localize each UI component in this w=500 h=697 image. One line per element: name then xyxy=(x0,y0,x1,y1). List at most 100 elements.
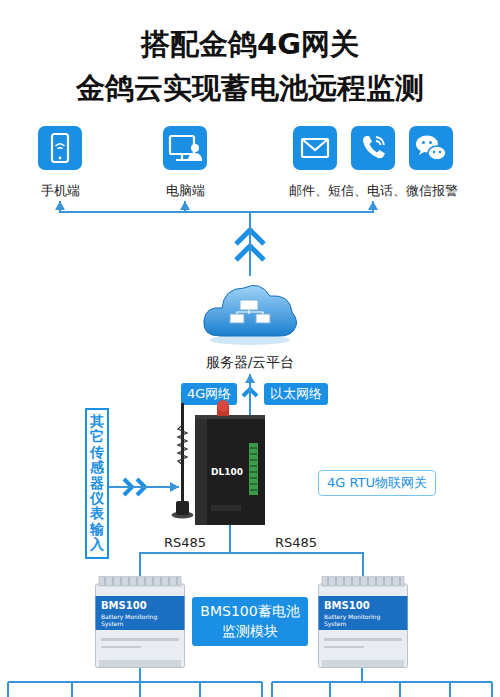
arrowhead xyxy=(245,374,255,383)
connector xyxy=(250,201,378,276)
graphic-part xyxy=(272,682,492,697)
graphic-part xyxy=(240,300,258,310)
connector xyxy=(55,201,250,276)
graphic-part xyxy=(422,141,425,144)
cloud-illustration xyxy=(200,276,300,348)
graphic-part xyxy=(176,154,188,160)
graphic-part xyxy=(433,151,435,153)
graphic-part xyxy=(101,638,179,641)
connector-line xyxy=(60,201,250,276)
graphic-part xyxy=(322,576,404,586)
network-tag: 以太网络 xyxy=(264,383,328,405)
icon-row xyxy=(30,126,90,170)
graphic-part xyxy=(96,596,185,630)
graphic-part xyxy=(230,314,244,323)
alarm-icons: 邮件、短信、电话、微信报警 xyxy=(283,126,463,200)
connector xyxy=(140,525,230,576)
graphic-part xyxy=(428,146,446,160)
client-icon: 手机端 xyxy=(30,126,90,200)
graphic-part xyxy=(302,139,328,150)
arrowhead xyxy=(368,201,378,210)
graphic-part xyxy=(324,638,402,641)
graphic-part xyxy=(99,576,181,586)
graphic-part xyxy=(419,150,425,155)
connector xyxy=(180,201,250,276)
graphic-part xyxy=(439,151,441,153)
device-model: DL100 xyxy=(211,467,243,477)
bms-module: BMS100Battery Monitoring System xyxy=(318,576,408,668)
graphic-part xyxy=(99,660,181,667)
title: 搭配金鸽4G网关 金鸽云实现蓄电池远程监测 xyxy=(50,22,450,110)
graphic-part xyxy=(272,681,492,683)
graphic-part xyxy=(101,646,141,648)
graphic-part xyxy=(170,136,194,154)
connector-line xyxy=(140,525,230,576)
graphic-part xyxy=(176,501,189,515)
graphic-part xyxy=(139,668,141,682)
icon-caption: 手机端 xyxy=(30,182,90,200)
bms-module: BMS100Battery Monitoring System xyxy=(95,576,185,668)
graphic-part xyxy=(195,415,207,525)
graphic-part xyxy=(105,577,177,585)
device-model: BMS100 xyxy=(324,600,370,611)
graphic-part xyxy=(319,584,408,668)
graphic-part xyxy=(250,448,257,490)
graphic-part xyxy=(302,139,328,157)
graphic-part xyxy=(56,144,65,149)
connector-line xyxy=(250,201,373,276)
app-icon xyxy=(163,126,207,170)
node-text: 其它传感器仪表输入 xyxy=(90,414,104,553)
graphic-part xyxy=(204,285,297,336)
rtu-gateway: DL1004G RTU物联网关 xyxy=(195,415,265,525)
app-icon xyxy=(38,126,82,170)
graphic-part xyxy=(59,157,62,160)
graphic-part xyxy=(191,144,199,152)
bottom-wires xyxy=(8,668,492,697)
connector xyxy=(245,374,255,415)
graphic-part xyxy=(249,443,258,495)
cloud-caption: 服务器/云平台 xyxy=(190,354,310,372)
graphic-part xyxy=(363,136,385,158)
arrowhead xyxy=(170,482,179,492)
graphic-part xyxy=(328,577,400,585)
graphic-part xyxy=(195,415,265,419)
sensor-input-box: 其它传感器仪表输入 xyxy=(85,408,109,559)
title-wrap: 搭配金鸽4G网关 金鸽云实现蓄电池远程监测 xyxy=(0,22,500,110)
graphic-part xyxy=(8,681,262,683)
icon-caption: 电脑端 xyxy=(155,182,215,200)
graphic-part xyxy=(409,126,453,170)
icon-row xyxy=(155,126,215,170)
icon-caption: 邮件、短信、电话、微信报警 xyxy=(283,182,463,200)
device-model: BMS100 xyxy=(101,600,147,611)
cloud-platform: 服务器/云平台 xyxy=(190,276,310,372)
device-subtitle: Battery Monitoring System xyxy=(324,613,404,627)
connector-line xyxy=(109,486,179,488)
graphic-part xyxy=(319,596,408,630)
gateway-label: 4G RTU物联网关 xyxy=(318,470,436,496)
graphic-part xyxy=(38,126,82,170)
graphic-part xyxy=(195,415,265,525)
graphic-part xyxy=(376,137,384,145)
network-tag: 4G网络 xyxy=(181,383,237,405)
graphic-part xyxy=(211,505,241,511)
connector-line xyxy=(185,201,250,276)
connector xyxy=(109,482,179,492)
graphic-part xyxy=(324,646,364,648)
graphic-part xyxy=(361,668,363,682)
app-icon xyxy=(409,126,453,170)
graphic-part xyxy=(178,425,187,465)
graphic-part xyxy=(188,153,202,161)
graphic-part xyxy=(96,584,185,668)
graphic-part xyxy=(256,314,270,323)
icon-row xyxy=(283,126,463,170)
graphic-part xyxy=(293,126,337,170)
signal-label: RS485 xyxy=(162,535,208,550)
app-icon xyxy=(293,126,337,170)
connector-line xyxy=(230,525,363,576)
connector xyxy=(230,525,363,576)
client-icon: 电脑端 xyxy=(155,126,215,200)
arrowhead xyxy=(55,201,65,210)
app-icon xyxy=(351,126,395,170)
graphic-part xyxy=(429,141,432,144)
